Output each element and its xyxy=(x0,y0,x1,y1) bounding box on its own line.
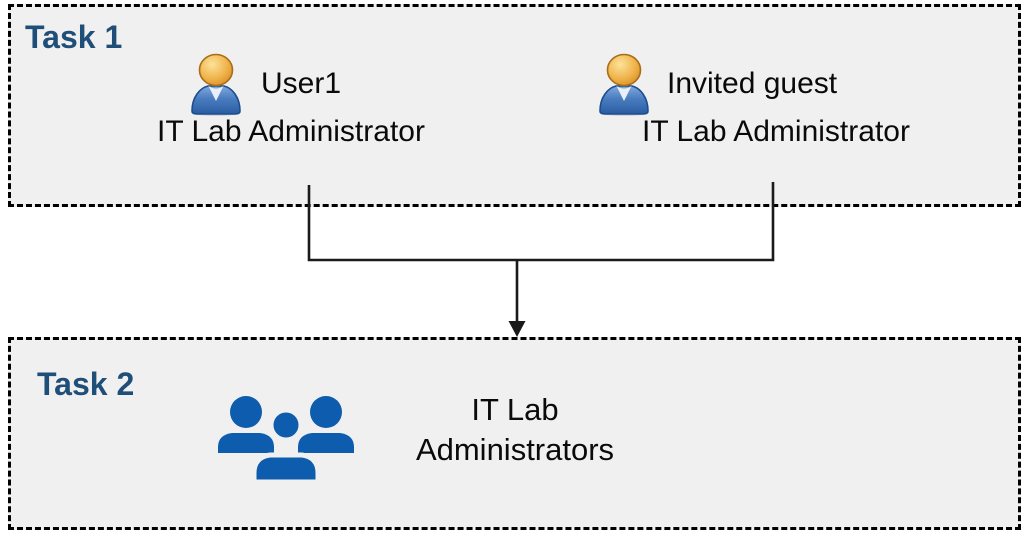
arrowhead-icon xyxy=(508,321,526,337)
task1-box: Task 1 User1 IT Lab Administrato xyxy=(8,4,1021,207)
task2-title: Task 2 xyxy=(37,366,135,402)
person-icon xyxy=(191,53,241,116)
group-label-line2: Administrators xyxy=(415,432,615,467)
invited-guest-role: IT Lab Administrator xyxy=(642,115,910,148)
person-icon xyxy=(599,53,649,116)
user1-name: User1 xyxy=(261,67,342,100)
invited-guest-name: Invited guest xyxy=(667,67,838,100)
user1-role: IT Lab Administrator xyxy=(157,115,425,148)
people-group-icon xyxy=(218,396,354,482)
task1-title: Task 1 xyxy=(25,19,123,55)
group-label: IT Lab Administrators xyxy=(375,390,655,470)
task2-box: Task 2 IT Lab Administrators xyxy=(8,337,1021,530)
group-label-line1: IT Lab xyxy=(471,392,559,427)
